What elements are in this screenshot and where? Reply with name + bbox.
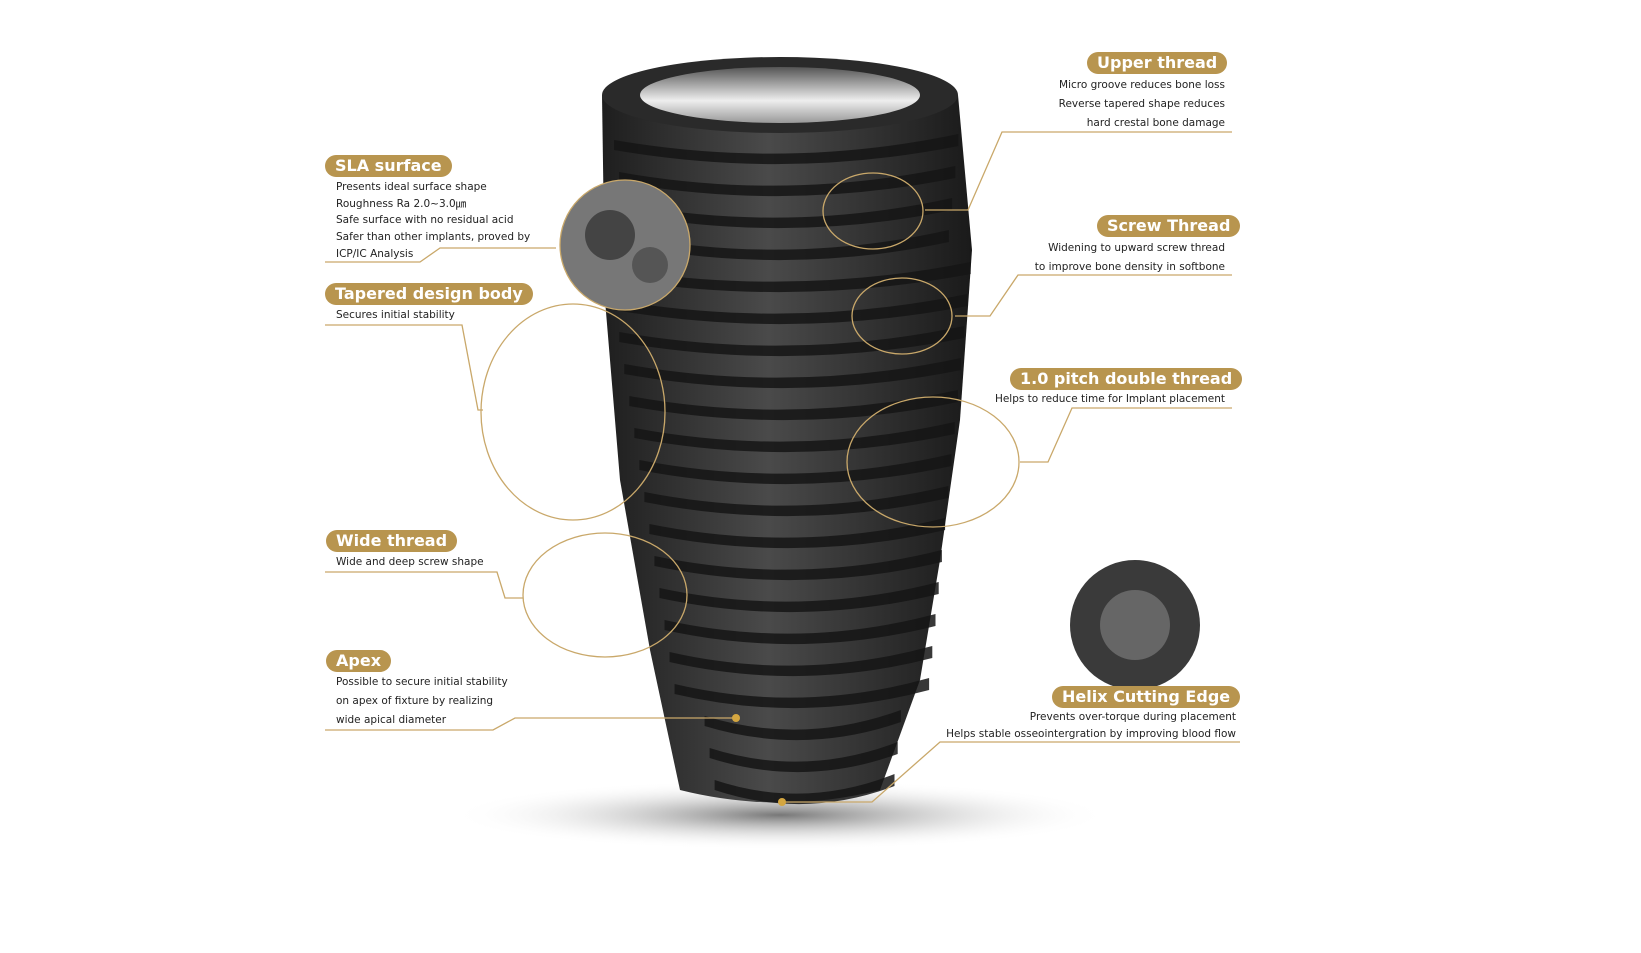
sla-surface-desc: Presents ideal surface shape Roughness R… (336, 179, 530, 263)
helix-marker (778, 798, 786, 806)
thread-band (669, 646, 933, 677)
thread-band (709, 742, 898, 773)
desc-line: Secures initial stability (336, 309, 455, 321)
thread-band (714, 774, 895, 805)
desc-line: Safer than other implants, proved by (336, 231, 531, 244)
desc-line: Wide and deep screw shape (336, 556, 484, 568)
tapered-body-desc: Secures initial stability (336, 307, 455, 324)
desc-line: Helps to reduce time for Implant placeme… (994, 393, 1225, 405)
apex-title: Apex (326, 650, 392, 672)
implant-socket (640, 67, 920, 123)
thread-band (639, 454, 952, 485)
desc-line: Presents ideal surface shape (336, 181, 487, 193)
pitch-thread-desc: Helps to reduce time for Implant placeme… (995, 391, 1225, 408)
thread-band (634, 422, 955, 453)
apex-marker (732, 714, 740, 722)
thread-band (654, 550, 942, 581)
thread-band (609, 262, 971, 293)
thread-band (649, 518, 946, 549)
desc-line: Widening to upward screw thread (1048, 242, 1225, 254)
desc-line: Prevents over-torque during placement (1029, 711, 1236, 723)
tapered-body-title: Tapered design body (325, 283, 533, 305)
shadow (450, 780, 1110, 850)
thread-band (614, 294, 968, 325)
desc-line: to improve bone density in softbone (1034, 261, 1225, 273)
wide-thread-title: Wide thread (326, 530, 458, 552)
upper-thread-title: Upper thread (1087, 52, 1228, 74)
pitch-thread-title: 1.0 pitch double thread (1010, 368, 1243, 390)
sla-surface-title: SLA surface (325, 155, 452, 177)
thread-band (619, 326, 965, 357)
thread-band (674, 678, 930, 709)
desc-line: Reverse tapered shape reduces (1058, 98, 1225, 110)
wide-thread-desc: Wide and deep screw shape (336, 554, 484, 571)
thread-band (629, 230, 949, 261)
thread-band (704, 710, 901, 741)
desc-line: Possible to secure initial stability (336, 676, 508, 688)
thread-band (624, 358, 962, 389)
upper-thread-desc: Micro groove reduces bone loss Reverse t… (1059, 76, 1225, 133)
thread-band (659, 582, 939, 613)
helix-edge-desc: Prevents over-torque during placement He… (946, 709, 1236, 742)
thread-band (619, 166, 956, 197)
desc-line: on apex of fixture by realizing (336, 695, 494, 707)
desc-line: Micro groove reduces bone loss (1059, 79, 1225, 91)
apex-desc: Possible to secure initial stability on … (336, 673, 508, 730)
desc-line: wide apical diameter (336, 714, 447, 726)
thread-band (624, 198, 953, 229)
helix-edge-title: Helix Cutting Edge (1052, 686, 1241, 708)
thread-band (629, 390, 958, 421)
thread-band (614, 134, 959, 165)
desc-line: Safe surface with no residual acid (336, 214, 514, 227)
desc-line: Helps stable osseointergration by improv… (946, 727, 1236, 740)
thread-band (664, 614, 936, 645)
desc-line: ICP/IC Analysis (336, 247, 414, 260)
callout-lines (325, 131, 1240, 803)
desc-line: Roughness Ra 2.0~3.0㎛ (336, 197, 467, 210)
screw-thread-desc: Widening to upward screw thread to impro… (1035, 239, 1225, 277)
desc-line: hard crestal bone damage (1086, 117, 1225, 129)
screw-thread-title: Screw Thread (1097, 215, 1241, 237)
